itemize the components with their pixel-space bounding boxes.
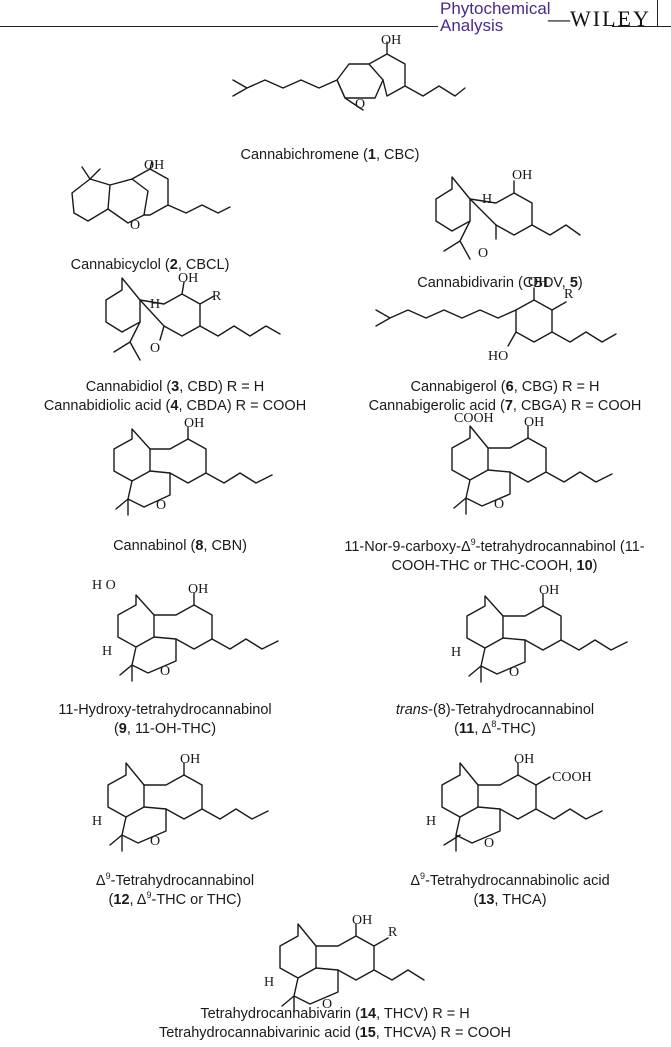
atom-oh: OH [512,168,532,183]
atom-r: R [212,289,222,304]
atom-o: O [355,97,365,112]
caption-cbc: Cannabichromene (1, CBC) [240,147,420,163]
caption-thc-cooh: 11-Nor-9-carboxy-Δ9-tetrahydrocannabinol… [344,537,645,574]
atom-o: O [509,665,519,680]
atom-oh: OH [514,752,534,767]
atom-o: O [478,246,488,261]
atom-o: O [150,341,160,356]
caption-thca: Δ9-Tetrahydrocannabinolic acid (13, THCA… [410,871,610,908]
structure-delta8-thc: OH H O [451,583,628,683]
atom-o: O [160,664,170,679]
atom-oh: OH [539,583,559,598]
atom-oh: OH [381,33,401,48]
caption-cbcl: Cannabicyclol (2, CBCL) [70,257,230,273]
atom-oh: OH [188,582,208,597]
atom-r: R [388,925,398,940]
publisher-name: WILEY [570,6,651,31]
caption-thcv: Tetrahydrocannabivarin (14, THCV) R = H … [158,1006,512,1041]
atom-ho: HO [488,349,508,364]
journal-name: Phytochemical Analysis [440,0,551,35]
caption-delta9-thc: Δ9-Tetrahydrocannabinol (12, Δ9-THC or T… [95,871,255,908]
journal-name-line2: Analysis [440,16,504,35]
atom-ho-prefix: H O [92,578,116,593]
structure-delta9-thc: OH H O [92,752,269,852]
atom-oh: OH [180,752,200,767]
structure-cbd: OH R H O [105,271,281,361]
publisher-logo: WILEY [548,6,651,32]
structure-cbn: OH O [113,416,273,516]
atom-cooh: COOH [454,411,494,426]
atom-oh: OH [352,913,372,928]
atom-oh: OH [144,158,164,173]
caption-delta8-thc: trans-(8)-Tetrahydrocannabinol (11, Δ8-T… [395,702,595,737]
structure-thc-cooh: COOH OH O [451,411,613,515]
atom-o: O [130,218,140,233]
atom-h: H [451,645,461,660]
caption-cbd: Cannabidiol (3, CBD) R = H Cannabidiolic… [43,379,307,414]
structure-cbcl: OH O [71,158,231,233]
atom-o: O [150,834,160,849]
header-rule [0,26,438,27]
header-tick [657,0,658,26]
atom-h: H [150,297,160,312]
atom-oh: OH [178,271,198,286]
caption-cbg: Cannabigerol (6, CBG) R = H Cannabigerol… [368,379,642,414]
atom-r: R [564,287,574,302]
atom-o: O [494,497,504,512]
structure-thcv: OH R H O [264,913,425,1013]
atom-oh: OH [524,415,544,430]
atom-o: O [156,498,166,513]
atom-oh: OH [184,416,204,431]
atom-h: H [264,975,274,990]
structure-cbc: OH O [232,33,466,112]
atom-h: H [92,814,102,829]
caption-11-oh-thc: 11-Hydroxy-tetrahydrocannabinol (9, 11-O… [58,702,272,737]
structure-11-oh-thc: H O OH H O [92,578,279,682]
structure-cbg: OH R HO [375,275,617,364]
atom-h: H [426,814,436,829]
caption-cbn: Cannabinol (8, CBN) [113,538,247,554]
caption-cbdv: Cannabidivarin (CBDV, 5) [417,275,583,291]
atom-oh: OH [528,275,548,290]
atom-cooh: COOH [552,770,592,785]
atom-o: O [322,997,332,1012]
structure-cbdv: OH H O [435,168,581,261]
structure-thca: OH COOH H O [426,752,603,852]
journal-name-line1: Phytochemical [440,0,551,18]
atom-o: O [484,836,494,851]
atom-h: H [482,192,492,207]
atom-h: H [102,644,112,659]
